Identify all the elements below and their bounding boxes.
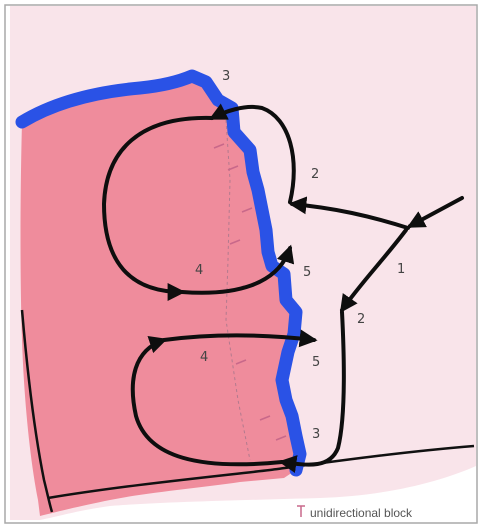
legend: unidirectional block <box>297 506 413 520</box>
t-block-marker-icon <box>297 506 305 517</box>
label-3-bottom: 3 <box>312 427 320 442</box>
label-4-lower: 4 <box>200 350 208 365</box>
label-1: 1 <box>397 262 405 277</box>
label-5-lower: 5 <box>312 355 320 370</box>
label-2-lower: 2 <box>357 312 365 327</box>
label-4-upper: 4 <box>195 263 203 278</box>
legend-label: unidirectional block <box>310 506 413 520</box>
label-5-upper: 5 <box>303 265 311 280</box>
label-3-top: 3 <box>222 69 230 84</box>
label-2-upper: 2 <box>311 167 319 182</box>
